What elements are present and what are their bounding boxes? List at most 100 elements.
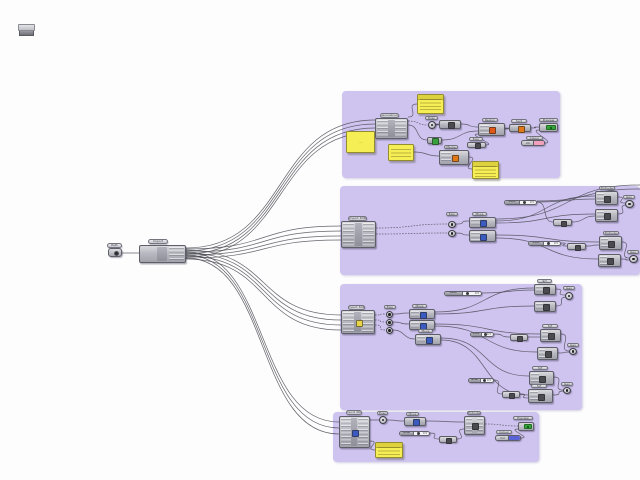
g3-dot-a[interactable]	[386, 311, 393, 318]
input-ports[interactable]	[601, 238, 609, 248]
g2-geo-dot-a[interactable]	[625, 200, 634, 208]
g4-panel[interactable]	[375, 442, 403, 458]
g3-srf-c2[interactable]	[528, 389, 553, 403]
input-ports[interactable]	[531, 373, 539, 383]
swatch-colour[interactable]	[507, 436, 520, 440]
g2-expr-pair-b[interactable]	[567, 243, 586, 251]
slider-handle[interactable]	[465, 292, 469, 295]
hub-component[interactable]	[139, 245, 186, 263]
panel-header[interactable]	[473, 162, 498, 167]
input-ports[interactable]	[466, 418, 473, 433]
g3-geo-dot-c[interactable]	[563, 387, 571, 394]
output-ports[interactable]	[395, 120, 406, 137]
input-ports[interactable]	[341, 418, 351, 446]
input-ports[interactable]	[480, 125, 489, 134]
panel-header[interactable]	[376, 443, 402, 448]
slider-handle[interactable]	[416, 432, 420, 435]
input-ports[interactable]	[343, 223, 355, 246]
g1-panel-c[interactable]	[417, 94, 444, 114]
g1-geo[interactable]	[427, 137, 442, 145]
g3-srf-b2[interactable]	[537, 347, 558, 360]
slider-handle[interactable]	[546, 242, 550, 245]
output-ports[interactable]	[358, 418, 368, 446]
input-ports[interactable]	[441, 152, 451, 163]
g1-expr2[interactable]	[467, 142, 486, 149]
output-ports[interactable]	[168, 247, 184, 261]
g4-colour-swatch[interactable]: Col	[495, 435, 521, 441]
g2-extr-a1[interactable]	[595, 191, 618, 205]
g2-geo-dot-b[interactable]	[629, 255, 638, 263]
input-ports[interactable]	[600, 256, 608, 265]
input-ports[interactable]	[377, 120, 388, 137]
output-ports[interactable]	[362, 312, 373, 332]
file-param[interactable]	[108, 248, 122, 257]
g3-expr-pair-a[interactable]	[510, 334, 528, 342]
input-ports[interactable]	[417, 336, 426, 343]
input-ports[interactable]	[536, 286, 543, 293]
g3-geo-dot-b[interactable]	[569, 348, 577, 355]
g4-expr-pair[interactable]	[439, 436, 457, 444]
g2-extr-a2[interactable]	[595, 209, 618, 222]
output-ports[interactable]	[476, 418, 483, 433]
input-ports[interactable]	[343, 312, 354, 332]
g3-move-a[interactable]	[409, 309, 435, 319]
g4-extr[interactable]	[464, 416, 485, 435]
g2-dot-b[interactable]	[448, 230, 456, 237]
input-ports[interactable]	[542, 331, 549, 340]
input-ports[interactable]	[471, 219, 480, 226]
g1-colour-swatch[interactable]: Col	[521, 140, 545, 146]
g3-srf-b1[interactable]	[540, 329, 561, 342]
g1-expr-dot[interactable]	[428, 121, 436, 129]
g1-sort[interactable]	[439, 120, 461, 129]
g2-import[interactable]	[341, 221, 376, 248]
input-ports[interactable]	[411, 311, 420, 317]
g3-move-c[interactable]	[415, 334, 441, 345]
g1-preview[interactable]	[539, 123, 558, 132]
g1-panel-f[interactable]	[388, 144, 414, 161]
mini-toolbar-top[interactable]	[18, 24, 35, 31]
g3-move-b[interactable]	[409, 320, 435, 330]
g2-extr-b1[interactable]	[599, 236, 622, 250]
input-ports[interactable]	[539, 349, 546, 358]
g2-extr-b2[interactable]	[598, 254, 621, 267]
g2-expr-pair-a[interactable]	[553, 219, 572, 227]
input-ports[interactable]	[471, 232, 480, 240]
g3-geo-dot-a[interactable]	[565, 292, 573, 300]
g3-expr-pair-b[interactable]	[502, 391, 520, 399]
swatch-colour[interactable]	[532, 141, 544, 145]
slider-handle[interactable]	[522, 201, 526, 204]
slider-handle[interactable]	[482, 379, 486, 382]
g1-deconstruct[interactable]	[375, 118, 408, 139]
g3-srf-a1[interactable]	[534, 284, 556, 295]
input-ports[interactable]	[536, 303, 543, 310]
g4-preview[interactable]	[518, 422, 534, 431]
output-ports[interactable]	[362, 223, 374, 246]
g3-import[interactable]	[341, 310, 375, 334]
panel-header[interactable]	[418, 95, 443, 100]
input-ports[interactable]	[411, 322, 420, 328]
g2-dot-a[interactable]	[448, 221, 456, 228]
g4-expr-dot[interactable]	[379, 416, 387, 424]
g3-dot-c[interactable]	[386, 327, 393, 334]
g1-panel-n[interactable]	[472, 161, 499, 179]
input-ports[interactable]	[530, 391, 538, 401]
g2-move-a[interactable]	[469, 217, 496, 228]
g2-move-b[interactable]	[469, 230, 496, 242]
g4-move[interactable]	[404, 417, 426, 426]
g4-import[interactable]	[339, 416, 370, 448]
g1-merge[interactable]	[439, 150, 469, 165]
g3-srf-a2[interactable]	[534, 301, 556, 312]
mini-toolbar[interactable]	[18, 24, 35, 36]
g1-region[interactable]	[478, 123, 505, 136]
g3-srf-c1[interactable]	[529, 371, 554, 385]
g1-sort2[interactable]	[509, 124, 531, 133]
g3-dot-b[interactable]	[386, 319, 393, 326]
g1-panel-a[interactable]: …	[346, 131, 375, 153]
